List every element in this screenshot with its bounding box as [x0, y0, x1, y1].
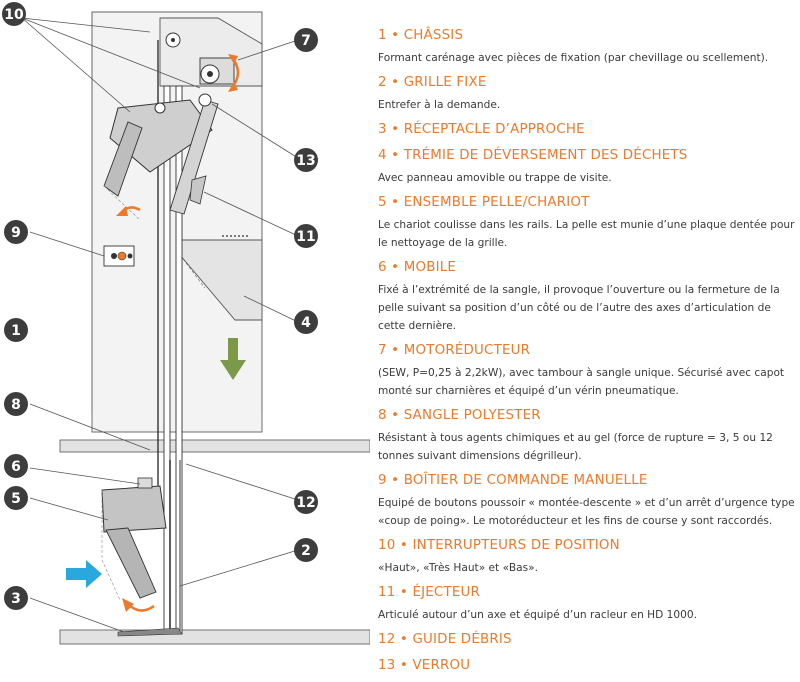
legend-title: 8 • SANGLE POLYESTER: [378, 408, 541, 423]
flow-arrow-blue: [66, 560, 102, 588]
rotation-arrow-rake-bottom: [122, 598, 155, 612]
svg-text:12: 12: [296, 495, 315, 511]
rotation-arrow-rake-top: [116, 206, 141, 216]
fixed-screen: [169, 460, 181, 632]
svg-text:6: 6: [11, 459, 21, 475]
legend-title: 13 • VERROU: [378, 658, 471, 673]
legend-desc: Equipé de boutons poussoir « montée-desc…: [378, 497, 795, 527]
rotation-arrow-motor: [228, 54, 240, 92]
svg-text:13: 13: [296, 153, 315, 169]
machine-diagram: 10 7 13 9 11 1 4 8 6 12 5 2: [2, 2, 370, 645]
callout-10: 10: [2, 2, 26, 26]
callout-12: 12: [294, 490, 318, 514]
ejector: [189, 175, 207, 205]
legend-item-approach-receptacle: 3 • RÉCEPTACLE D’APPROCHE: [378, 120, 798, 140]
rake-assembly-lowered: [101, 477, 167, 601]
svg-text:9: 9: [11, 225, 21, 241]
callout-1: 1: [4, 318, 28, 342]
svg-text:1: 1: [11, 323, 21, 339]
legend-title: 4 • TRÉMIE DE DÉVERSEMENT DES DÉCHETS: [378, 148, 688, 163]
svg-text:7: 7: [301, 33, 311, 49]
legend-item-mobile: 6 • MOBILE Fixé à l’extrémité de la sang…: [378, 258, 798, 335]
legend-title: 1 • CHÂSSIS: [378, 28, 464, 43]
legend-item-position-switches: 10 • INTERRUPTEURS DE POSITION «Haut», «…: [378, 536, 798, 577]
legend-desc: Le chariot coulisse dans les rails. La p…: [378, 219, 795, 249]
legend-title: 9 • BOÎTIER DE COMMANDE MANUELLE: [378, 473, 648, 488]
legend-item-control-box: 9 • BOÎTIER DE COMMANDE MANUELLE Equipé …: [378, 471, 798, 530]
svg-text:5: 5: [11, 491, 21, 507]
svg-text:3: 3: [11, 591, 21, 607]
callout-11: 11: [294, 224, 318, 248]
legend-item-ejector: 11 • ÉJECTEUR Articulé autour d’un axe e…: [378, 583, 798, 624]
legend-item-rake-carriage: 5 • ENSEMBLE PELLE/CHARIOT Le chariot co…: [378, 193, 798, 252]
svg-text:4: 4: [301, 315, 311, 331]
callout-5: 5: [4, 486, 28, 510]
leader-lines: [21, 17, 299, 633]
callout-13: 13: [294, 148, 318, 172]
legend-desc: Formant carénage avec pièces de fixation…: [378, 52, 769, 64]
legend-desc: (SEW, P=0,25 à 2,2kW), avec tambour à sa…: [378, 367, 785, 397]
legend-desc: Entrefer à la demande.: [378, 99, 501, 111]
floor-slab-upper: [59, 439, 370, 453]
svg-text:10: 10: [4, 7, 24, 23]
legend-title: 7 • MOTORÉDUCTEUR: [378, 343, 531, 358]
legend-title: 12 • GUIDE DÉBRIS: [378, 632, 512, 647]
callout-3: 3: [4, 586, 28, 610]
legend-item-hopper: 4 • TRÉMIE DE DÉVERSEMENT DES DÉCHETS Av…: [378, 146, 798, 187]
callout-6: 6: [4, 454, 28, 478]
gear-motor: [199, 57, 235, 85]
top-pulley: [165, 32, 181, 48]
callout-4: 4: [294, 310, 318, 334]
legend-list: 1 • CHÂSSIS Formant carénage avec pièces…: [378, 26, 798, 682]
legend-title: 3 • RÉCEPTACLE D’APPROCHE: [378, 122, 585, 137]
down-arrow-green: [220, 338, 246, 380]
legend-item-lock: 13 • VERROU: [378, 656, 798, 676]
svg-text:11: 11: [296, 229, 315, 245]
legend-title: 2 • GRILLE FIXE: [378, 75, 487, 90]
legend-desc: Résistant à tous agents chimiques et au …: [378, 432, 773, 462]
legend-desc: Articulé autour d’un axe et équipé d’un …: [378, 609, 697, 621]
legend-item-chassis: 1 • CHÂSSIS Formant carénage avec pièces…: [378, 26, 798, 67]
legend-title: 11 • ÉJECTEUR: [378, 585, 481, 600]
legend-item-strap: 8 • SANGLE POLYESTER Résistant à tous ag…: [378, 406, 798, 465]
legend-title: 6 • MOBILE: [378, 260, 457, 275]
svg-text:8: 8: [11, 397, 21, 413]
callout-7: 7: [294, 28, 318, 52]
svg-text:2: 2: [301, 543, 311, 559]
legend-desc: Fixé à l’extrémité de la sangle, il prov…: [378, 284, 780, 332]
approach-receptacle: [117, 627, 183, 637]
floor-slab-lower: [59, 629, 370, 645]
legend-title: 5 • ENSEMBLE PELLE/CHARIOT: [378, 195, 590, 210]
legend-title: 10 • INTERRUPTEURS DE POSITION: [378, 538, 620, 553]
callout-2: 2: [294, 538, 318, 562]
legend-desc: Avec panneau amovible ou trappe de visit…: [378, 172, 612, 184]
legend-item-gear-motor: 7 • MOTORÉDUCTEUR (SEW, P=0,25 à 2,2kW),…: [378, 341, 798, 400]
rake-assembly-raised: [103, 93, 219, 221]
control-box: [103, 245, 135, 267]
legend-item-debris-guide: 12 • GUIDE DÉBRIS: [378, 630, 798, 650]
callout-9: 9: [4, 220, 28, 244]
legend-item-fixed-screen: 2 • GRILLE FIXE Entrefer à la demande.: [378, 73, 798, 114]
callout-8: 8: [4, 392, 28, 416]
legend-desc: «Haut», «Très Haut» et «Bas».: [378, 562, 539, 574]
